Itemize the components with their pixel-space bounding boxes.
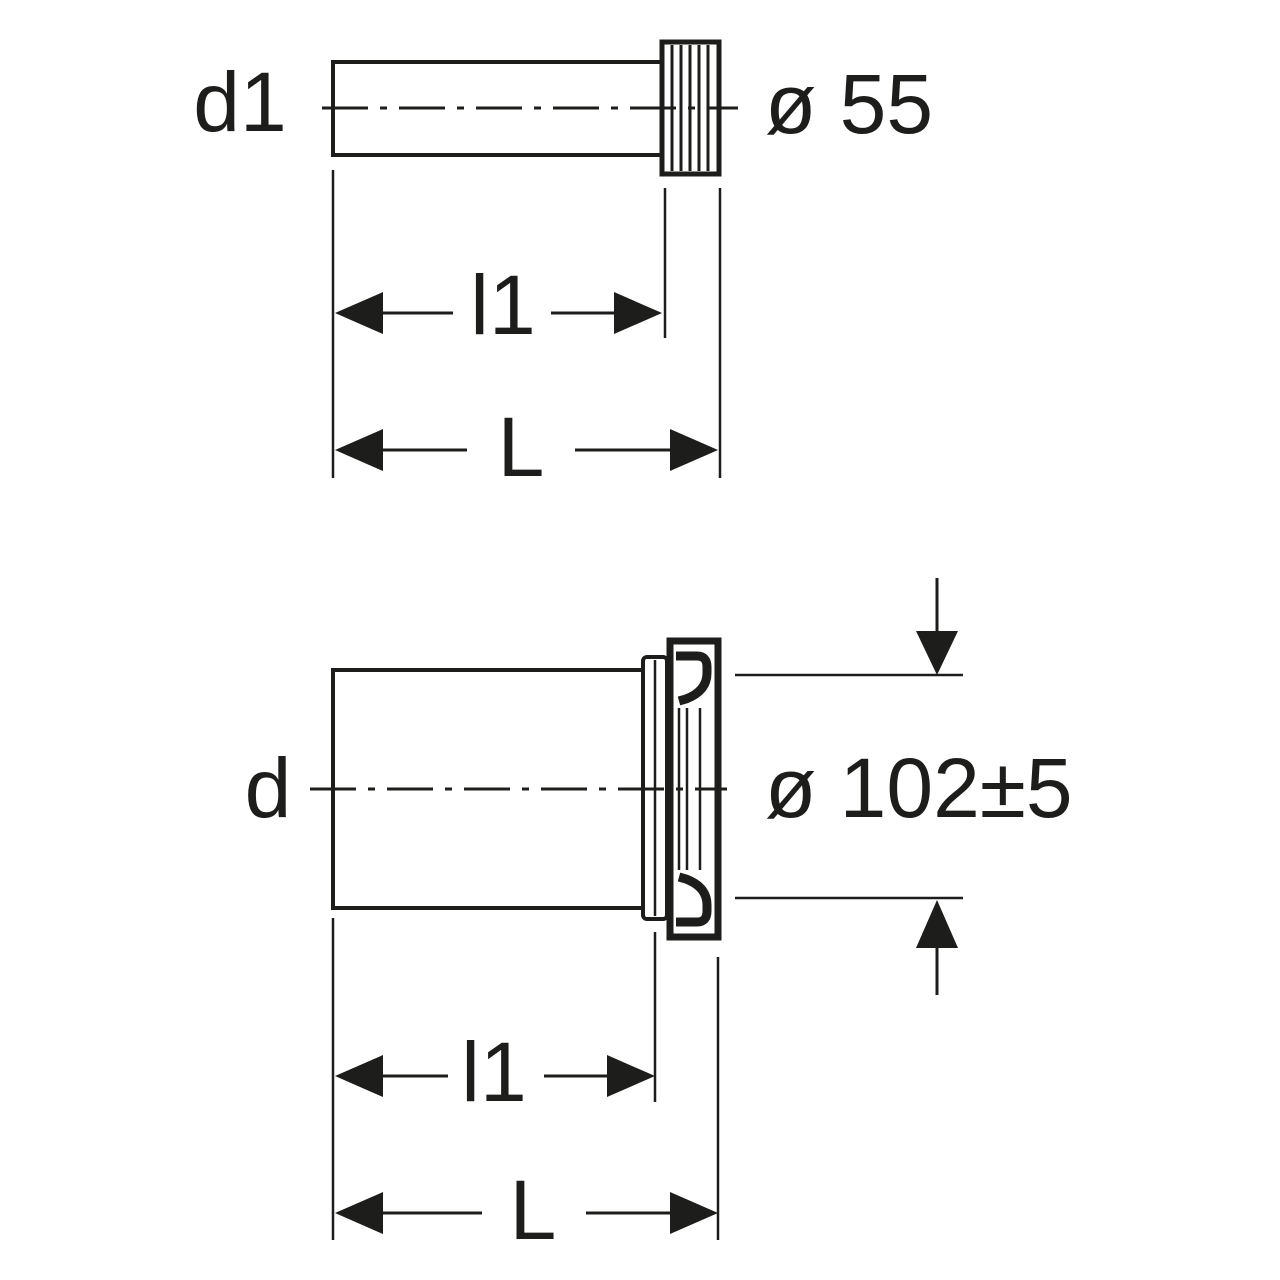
arrowhead-down — [916, 631, 958, 675]
arrowhead-right — [614, 292, 662, 334]
bottom-figure: d ø 102±5 l1 — [245, 578, 1073, 1257]
seal-lip-bottom — [676, 872, 712, 927]
top-L-label: L — [498, 400, 545, 494]
arrowhead-left — [335, 1055, 383, 1097]
top-figure: d1 ø 55 l1 L — [193, 39, 933, 494]
top-outer-diameter-label: ø 55 — [765, 57, 933, 151]
bottom-l1-label: l1 — [461, 1025, 526, 1119]
top-dimension-l1: l1 — [335, 258, 662, 352]
arrowhead-right — [670, 429, 718, 471]
bottom-bore-label: d — [245, 741, 292, 835]
bottom-outer-diameter-label: ø 102±5 — [765, 741, 1073, 835]
diameter-dimension — [735, 578, 963, 995]
arrowhead-up — [916, 900, 958, 948]
bottom-L-label: L — [510, 1163, 557, 1257]
arrowhead-left — [335, 429, 383, 471]
bottom-dimension-L: L — [335, 1163, 718, 1257]
arrowhead-right — [607, 1055, 655, 1097]
arrowhead-left — [335, 292, 383, 334]
arrowhead-left — [335, 1192, 383, 1234]
top-bore-label: d1 — [193, 55, 286, 149]
top-l1-label: l1 — [470, 258, 535, 352]
bottom-gasket-flange — [666, 637, 722, 941]
arrowhead-right — [670, 1192, 718, 1234]
bottom-dimension-l1: l1 — [335, 1025, 655, 1119]
seal-lip-top — [676, 651, 712, 706]
top-dimension-L: L — [335, 400, 718, 494]
